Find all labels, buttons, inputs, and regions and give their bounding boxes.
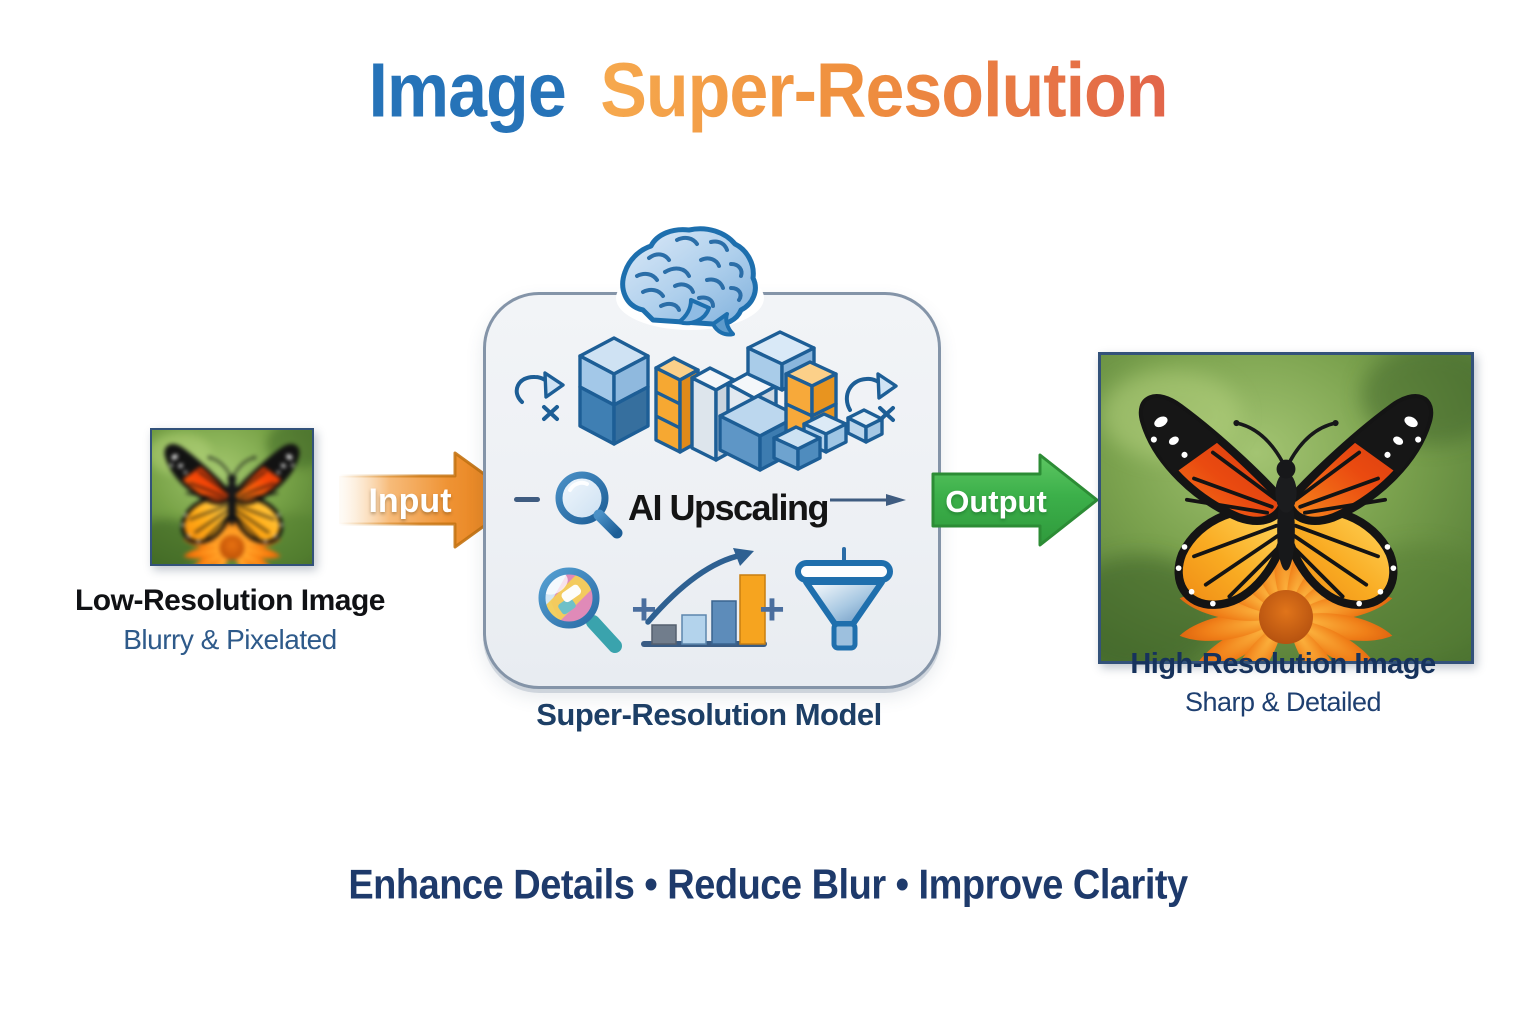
low-res-title: Low-Resolution Image	[74, 584, 386, 617]
iterate-arrow-icon	[514, 371, 565, 421]
funnel-icon	[795, 547, 893, 651]
low-resolution-image	[150, 428, 314, 566]
magnifier-icon	[555, 471, 623, 539]
brain-icon	[616, 226, 764, 337]
output-arrow-label: Output	[945, 484, 1047, 519]
iterate-arrow-icon	[844, 372, 898, 422]
high-resolution-image	[1098, 352, 1474, 664]
high-res-title: High-Resolution Image	[1130, 648, 1436, 680]
title-word-image: Image	[368, 47, 566, 133]
analysis-magnifier-icon	[538, 567, 622, 653]
high-res-caption: High-Resolution Image Sharp & Detailed	[1068, 650, 1498, 716]
connector-arrow	[830, 494, 906, 506]
tagline: Enhance Details • Reduce Blur • Improve …	[348, 862, 1188, 909]
blurry-butterfly-illustration	[150, 428, 314, 566]
growth-chart-icon	[641, 548, 767, 647]
input-arrow-label: Input	[368, 482, 452, 520]
high-res-subtitle: Sharp & Detailed	[1184, 687, 1382, 717]
model-box-label: Super-Resolution Model	[536, 697, 882, 732]
ai-upscaling-label: AI Upscaling	[628, 487, 830, 528]
plus-sign: +	[631, 585, 657, 634]
plus-sign: +	[759, 585, 785, 634]
title-word-super-resolution: Super-Resolution	[600, 47, 1168, 133]
low-res-subtitle: Blurry & Pixelated	[123, 624, 337, 655]
low-res-caption: Low-Resolution Image Blurry & Pixelated	[30, 586, 430, 654]
page-title: Image Super-Resolution	[0, 46, 1536, 134]
sharp-butterfly-illustration	[1101, 355, 1471, 661]
output-arrow	[931, 453, 1099, 547]
feature-blocks-icon	[578, 330, 884, 472]
connector-dash	[514, 497, 540, 502]
